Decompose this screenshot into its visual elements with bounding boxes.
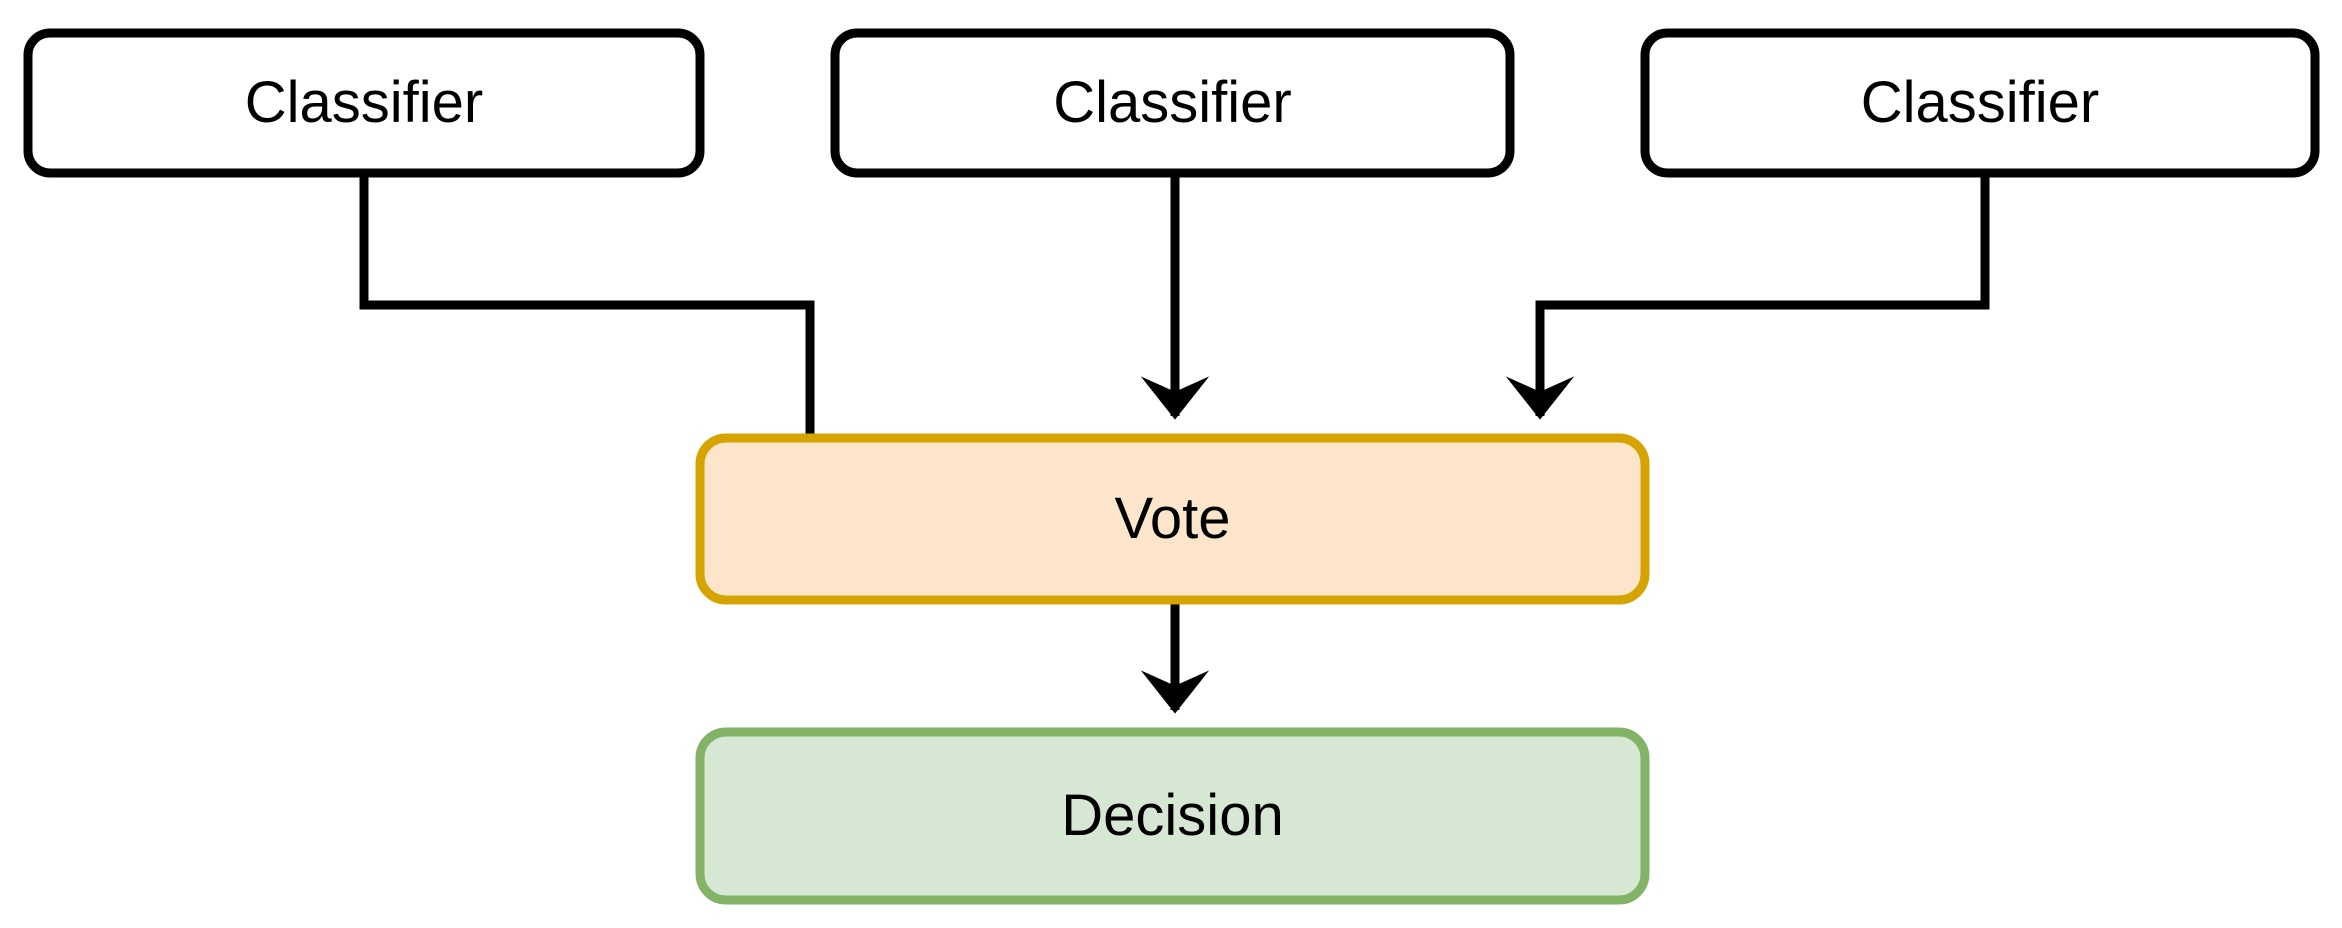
edge-classifier3-vote: [1505, 173, 1990, 420]
node-decision[interactable]: [695, 727, 1650, 905]
node-classifier-1[interactable]: [23, 28, 705, 178]
edge-classifier1-vote: [359, 173, 815, 440]
node-classifier-2[interactable]: [830, 28, 1515, 178]
node-vote[interactable]: [695, 433, 1650, 605]
node-classifier-3[interactable]: [1640, 28, 2320, 178]
